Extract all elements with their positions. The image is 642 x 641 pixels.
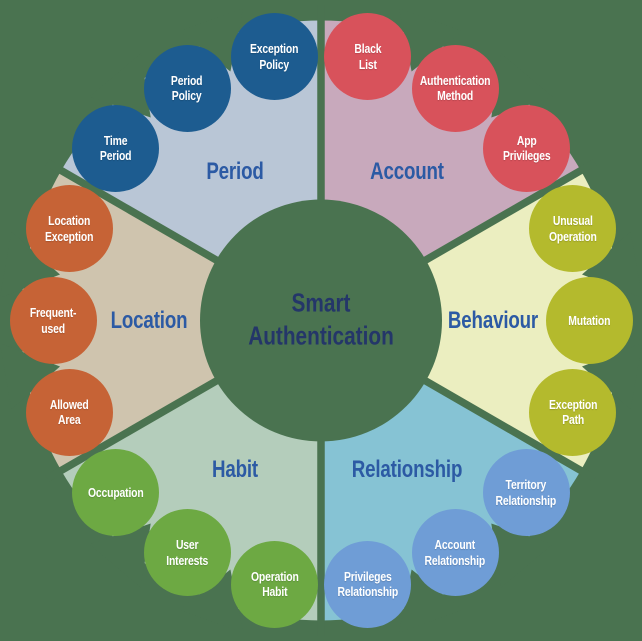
rim-notch [89, 53, 151, 118]
sector-label-account: Account [370, 157, 444, 185]
rim-notch [491, 523, 553, 588]
sector-divider [45, 373, 226, 482]
center-title-line2: Authentication [248, 321, 394, 351]
center-title: Smart Authentication [248, 287, 394, 354]
rim-notch [398, 8, 463, 72]
rim-notch [179, 569, 244, 633]
sector-label-relationship: Relationship [351, 455, 463, 483]
center-circle [200, 199, 442, 442]
sector-divider [416, 373, 597, 482]
sector-label-habit: Habit [211, 455, 259, 483]
sector-label-behaviour: Behaviour [447, 306, 539, 334]
rim-notch [179, 8, 244, 72]
rim-notch [491, 53, 553, 118]
node-mutation: Mutation [545, 277, 633, 364]
center-title-line1: Smart [291, 287, 351, 318]
node-label: Occupation [87, 485, 144, 501]
rim-notch [89, 523, 151, 588]
rim-notch [398, 569, 463, 633]
rim-notch [0, 343, 60, 410]
rim-notch [582, 231, 642, 298]
sector-divider [416, 159, 597, 268]
sector-label-period: Period [206, 157, 264, 185]
node-occupation: Occupation [72, 449, 160, 537]
node-label: Frequent-used [29, 305, 77, 336]
node-frequent-used: Frequent-used [9, 277, 97, 364]
rim-notch [582, 343, 642, 410]
sector-label-location: Location [110, 306, 188, 334]
node-label: Mutation [567, 312, 611, 328]
rim-notch [0, 231, 60, 298]
sector-divider [45, 159, 226, 268]
